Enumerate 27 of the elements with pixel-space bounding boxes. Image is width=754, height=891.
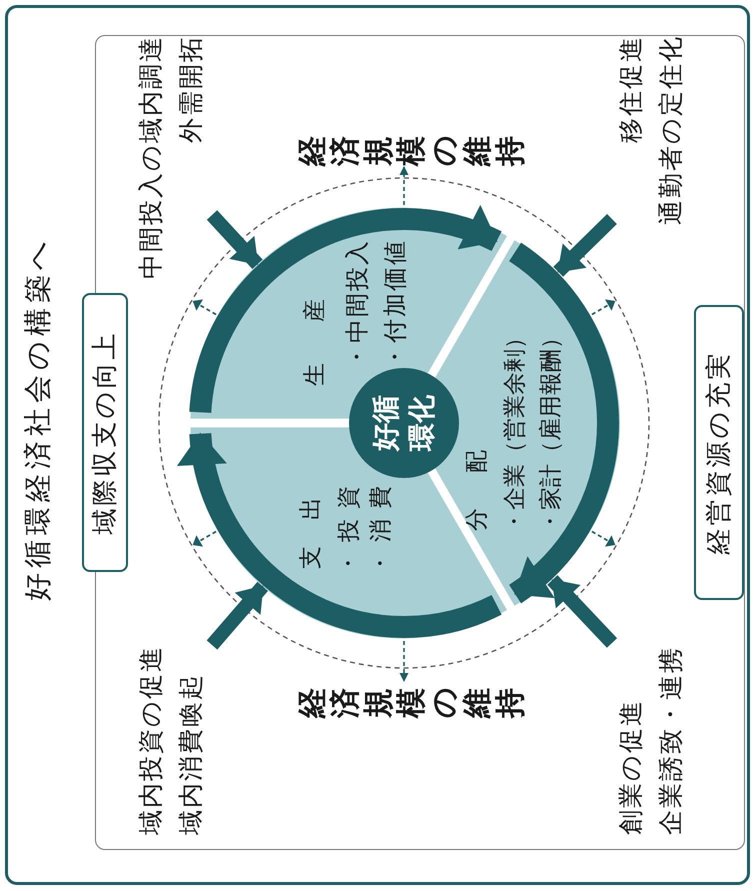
note-text: 企業誘致・連携	[656, 646, 686, 835]
note-text: 外需開拓	[176, 35, 206, 145]
center-label: 好循環化	[368, 394, 439, 453]
sector-heading: 生産	[302, 258, 329, 386]
sector-heading: 分配	[464, 415, 491, 531]
sector-item: ・家計（雇用報酬）	[538, 326, 565, 533]
label-box	[82, 293, 128, 572]
note-text: 通勤者の定住化	[656, 35, 686, 225]
sector-item: ・消費	[368, 476, 395, 575]
title: 好循環経済社会の構築へ	[20, 236, 55, 601]
note-text: 域内消費喚起	[176, 672, 206, 835]
note-text: 域内投資の促進	[136, 645, 166, 835]
arrow	[547, 575, 618, 648]
label-box	[694, 305, 744, 600]
sector-item: ・投資	[336, 476, 363, 575]
cycle-arrow	[508, 243, 619, 603]
note-text: 移住促進	[616, 35, 646, 145]
note-text: 創業の促進	[616, 698, 646, 835]
box-label: 経営資源の充実	[703, 350, 735, 556]
sector-heading: 支出	[298, 471, 325, 569]
sector-item: ・企業（営業余剰）	[502, 326, 529, 533]
note-text: 中間投入の域内調達	[136, 35, 166, 279]
scale-label: 経済規模の維持	[296, 134, 527, 166]
box-label: 域際収支の向上	[89, 330, 121, 536]
sector-item: ・中間投入	[343, 239, 371, 369]
scale-label: 経済規模の維持	[296, 686, 527, 718]
sector-item: ・付加価値	[381, 239, 409, 369]
